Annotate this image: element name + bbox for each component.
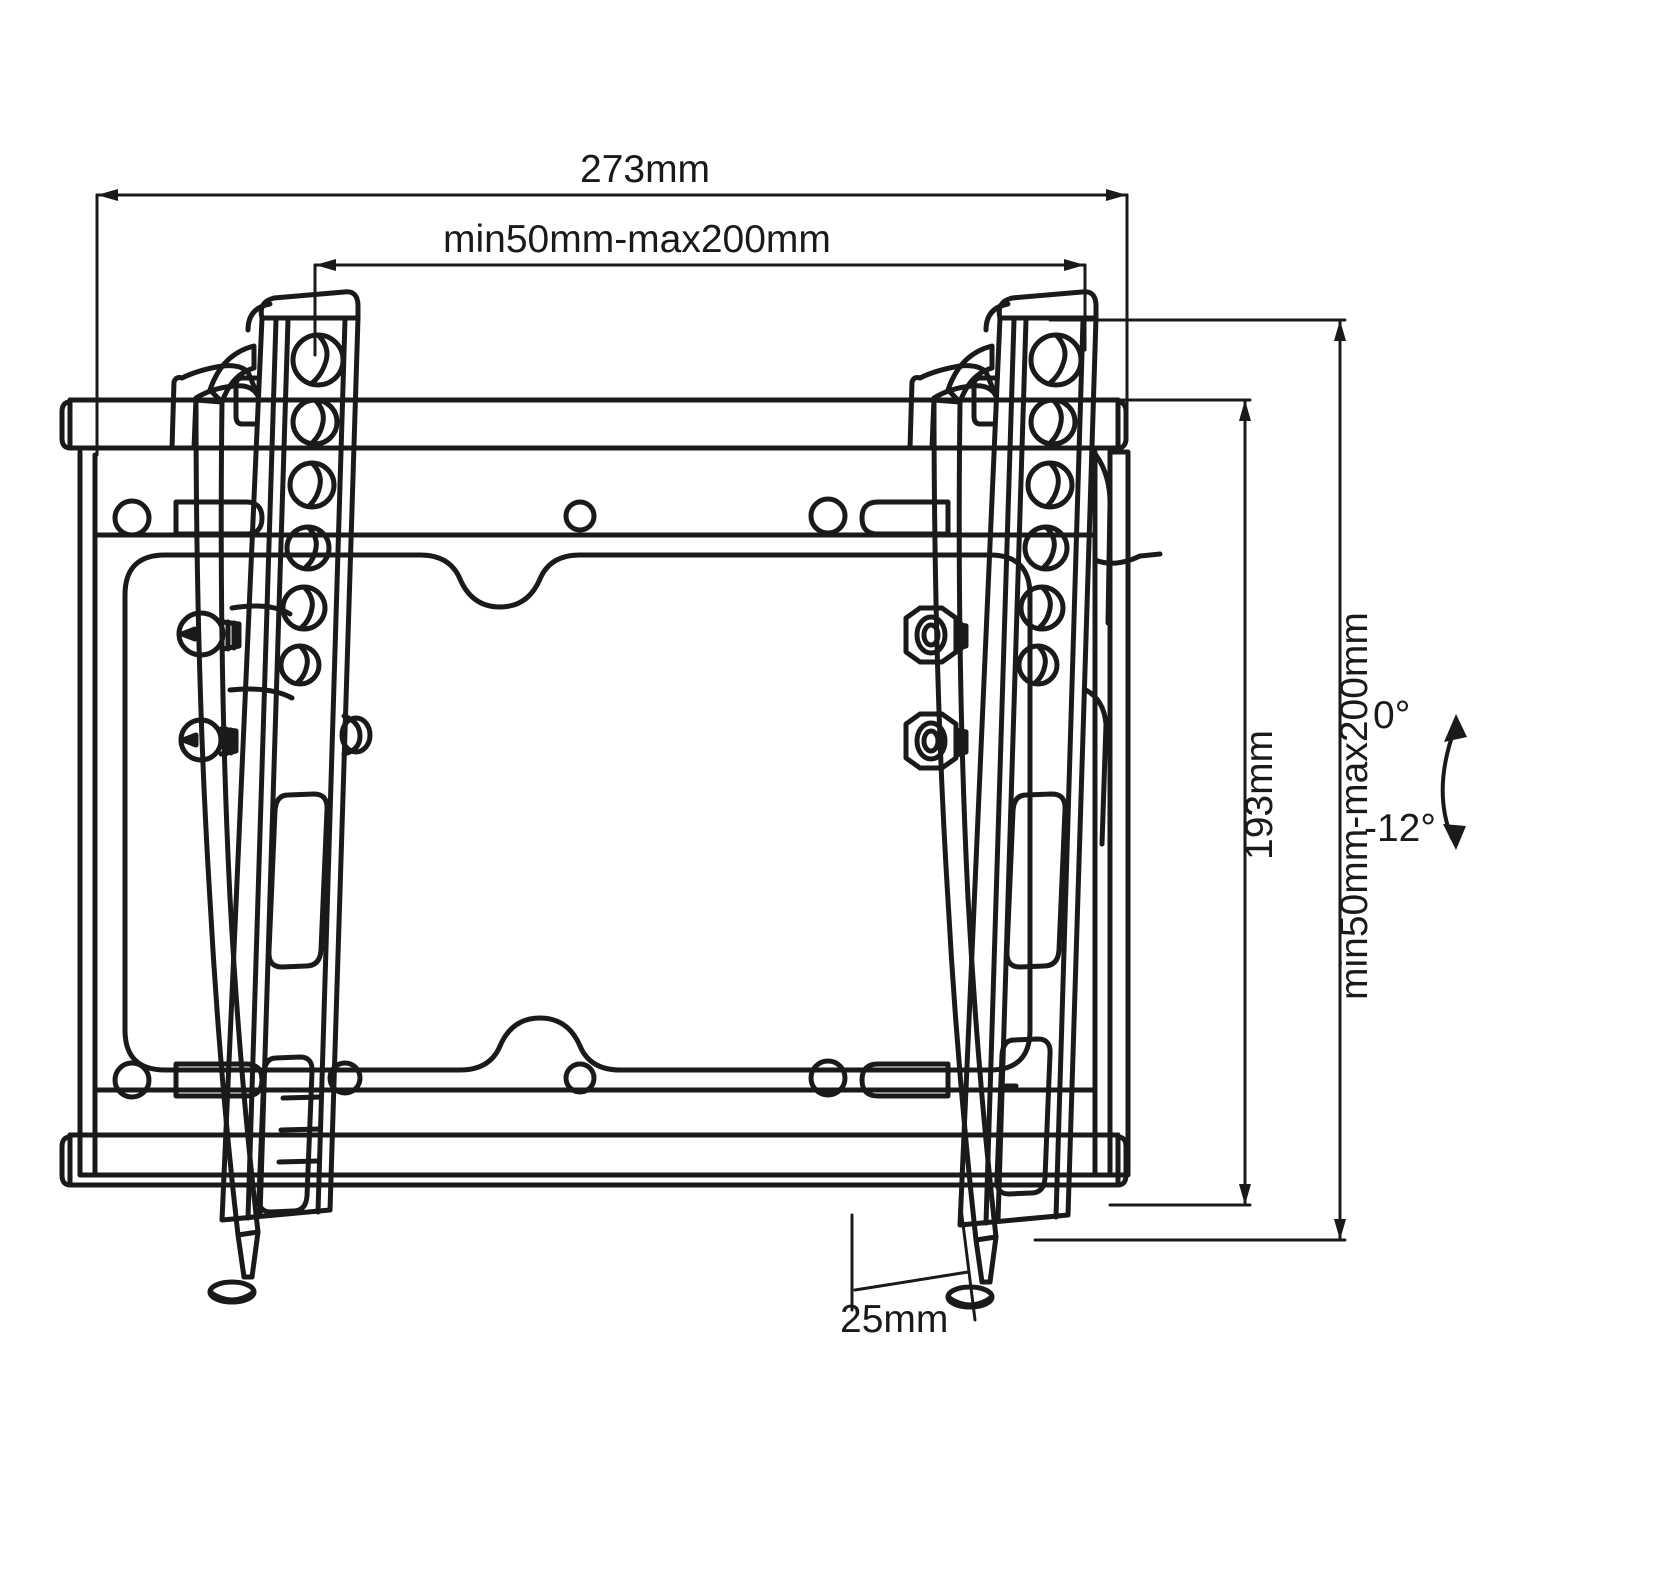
label-overall-height: 193mm: [1238, 729, 1281, 860]
tilt-arrowheads: [1443, 714, 1467, 850]
left-tilt-arm: [169, 289, 373, 1305]
label-tilt-up-angle: 0°: [1373, 694, 1411, 737]
plate-right-tab: [1107, 449, 1131, 1178]
right-tilt-arm: [903, 289, 1113, 1310]
label-horizontal-mount-range: min50mm-max200mm: [443, 218, 831, 261]
tilt-arc-indicator: [1440, 726, 1457, 840]
label-tilt-down-angle: -12°: [1364, 807, 1436, 850]
dimension-lines: [95, 193, 1347, 1322]
label-wall-depth: 25mm: [840, 1298, 949, 1341]
dim-line-25mm: [853, 1270, 970, 1292]
left-pivot-bolt-lower: [178, 717, 239, 763]
right-pivot-hexnut-upper: [903, 605, 969, 665]
label-overall-width: 273mm: [580, 148, 711, 191]
right-pivot-hexnut-lower: [903, 711, 969, 771]
left-pivot-bolt-upper: [176, 610, 242, 658]
dimension-arrowheads: [97, 189, 1346, 1240]
